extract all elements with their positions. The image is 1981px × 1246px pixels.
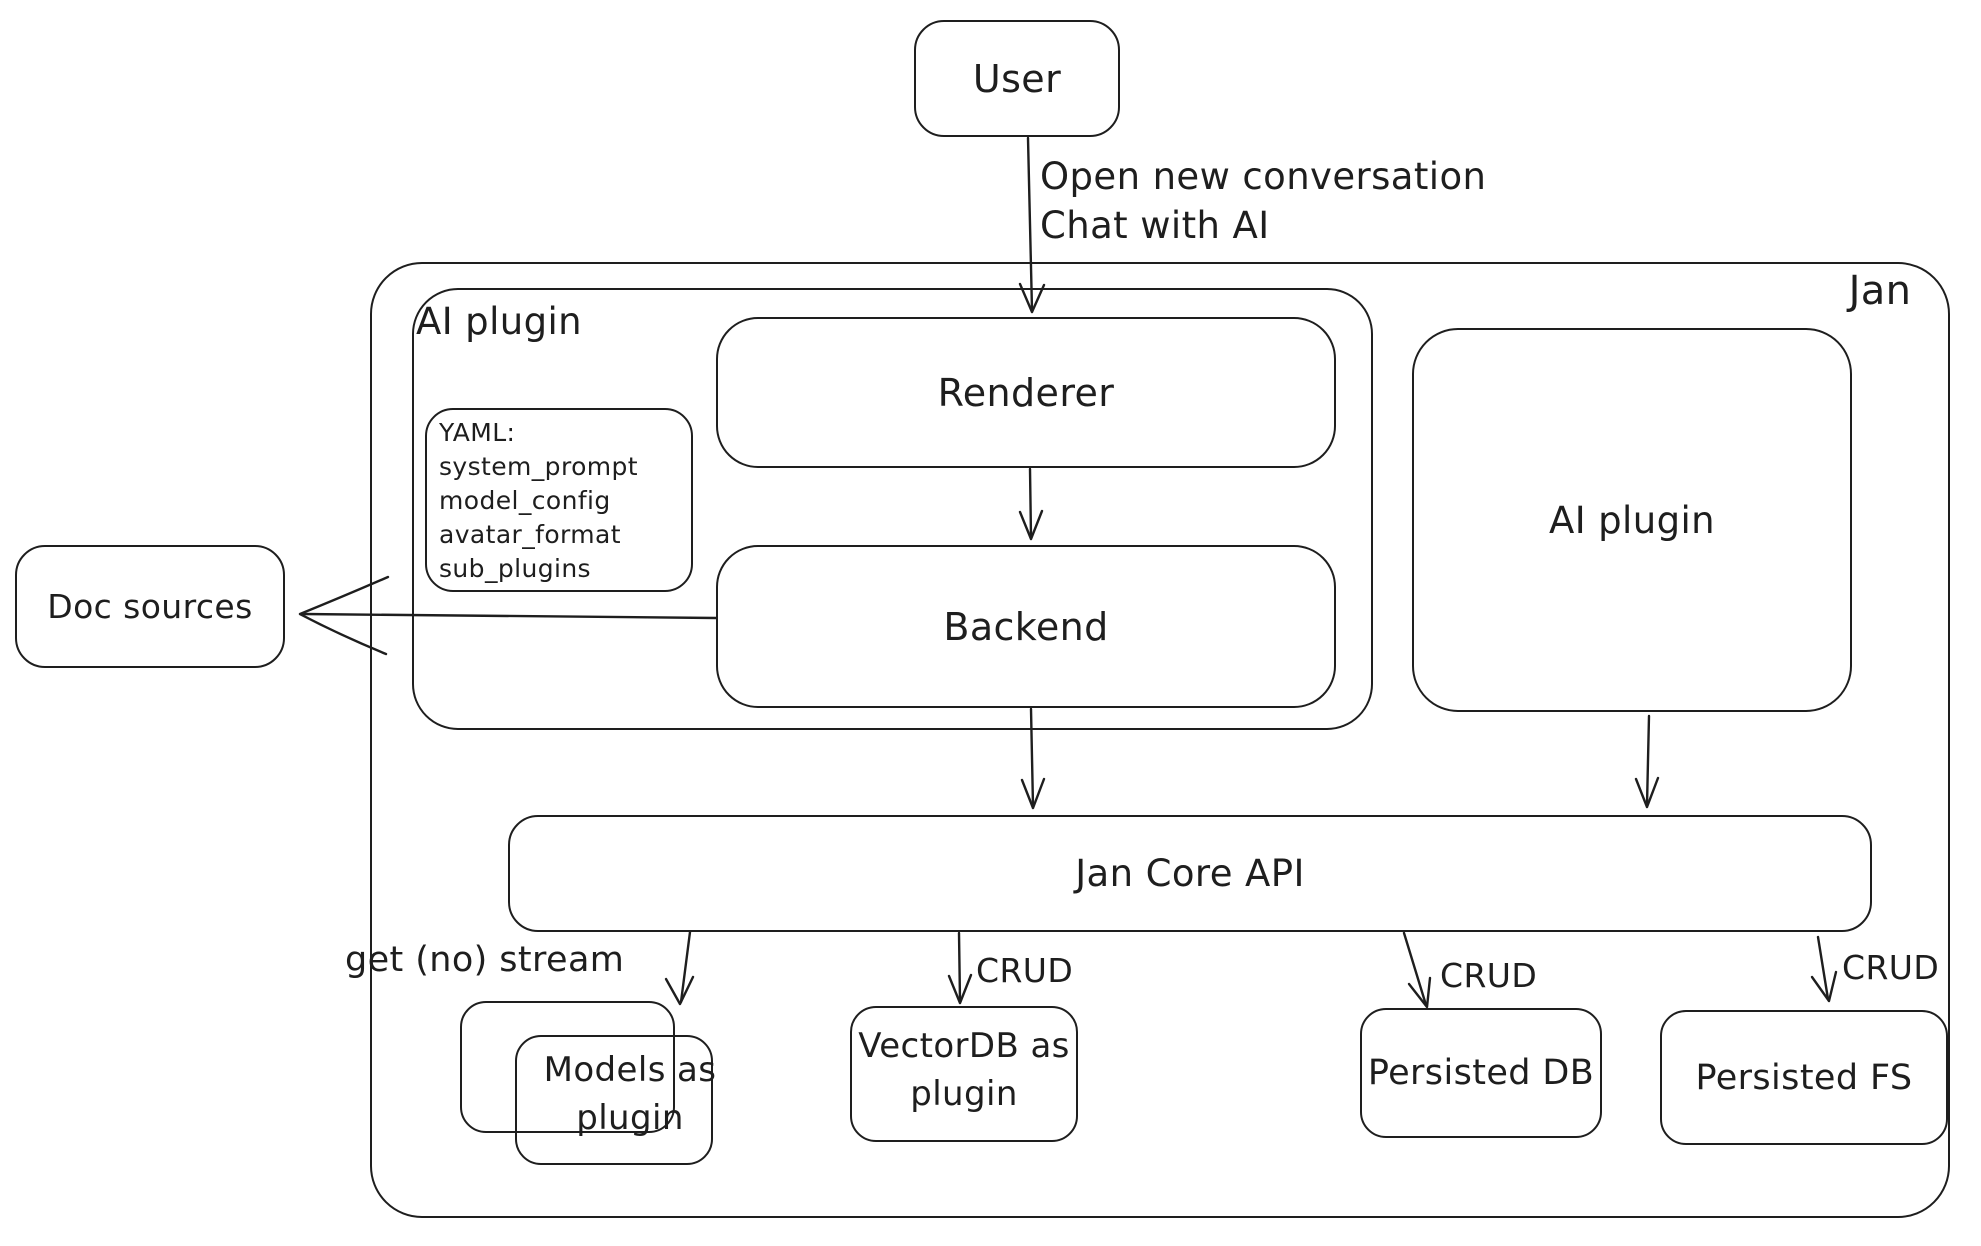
user-label: User: [972, 56, 1062, 101]
renderer-box: [716, 317, 1336, 468]
jan-frame-box: [370, 262, 1950, 1218]
edge-label-open-conversation-line2: Chat with AI: [1040, 204, 1270, 247]
yaml-note-box: [425, 408, 693, 592]
edge-label-crud-persisted-db: CRUD: [1440, 956, 1538, 995]
edge-label-open-conversation: Open new conversation Chat with AI: [1040, 152, 1486, 250]
jan-core-api-box: [508, 815, 1872, 932]
models-plugin-label: Models as plugin: [515, 1046, 745, 1142]
persisted-fs-label: Persisted FS: [1695, 1057, 1913, 1098]
persisted-fs-box: [1660, 1010, 1948, 1145]
persisted-db-box: [1360, 1008, 1602, 1138]
ai-plugin-left-label: AI plugin: [416, 300, 583, 343]
models-plugin-label-line1: Models as: [543, 1050, 717, 1090]
edge-label-get-no-stream: get (no) stream: [345, 940, 625, 980]
ai-plugin-left-box: [412, 288, 1373, 730]
vectordb-plugin-label-line1: VectorDB as: [858, 1026, 1070, 1066]
user-box: [914, 20, 1120, 137]
yaml-line-sub-plugins: sub_plugins: [439, 554, 591, 583]
yaml-line-model-config: model_config: [439, 486, 611, 515]
models-plugin-front-box: [515, 1035, 713, 1165]
vectordb-plugin-label: VectorDB as plugin: [850, 1022, 1078, 1118]
edge-label-crud-vectordb: CRUD: [976, 951, 1074, 990]
jan-core-api-label: Jan Core API: [1075, 852, 1305, 895]
yaml-line-title: YAML:: [439, 418, 516, 447]
backend-label: Backend: [943, 604, 1109, 649]
yaml-line-system-prompt: system_prompt: [439, 452, 638, 481]
yaml-line-avatar-format: avatar_format: [439, 520, 621, 549]
ai-plugin-right-label: AI plugin: [1548, 498, 1716, 542]
persisted-db-label: Persisted DB: [1367, 1053, 1595, 1093]
vectordb-plugin-label-line2: plugin: [910, 1074, 1018, 1114]
backend-box: [716, 545, 1336, 708]
vectordb-plugin-box: [850, 1006, 1078, 1142]
doc-sources-label: Doc sources: [47, 587, 253, 626]
renderer-label: Renderer: [937, 370, 1115, 415]
models-plugin-label-line2: plugin: [576, 1098, 684, 1138]
ai-plugin-right-box: [1412, 328, 1852, 712]
edge-label-open-conversation-line1: Open new conversation: [1040, 155, 1487, 198]
edge-label-crud-persisted-fs: CRUD: [1842, 948, 1940, 987]
doc-sources-box: [15, 545, 285, 668]
yaml-note-text: YAML: system_prompt model_config avatar_…: [439, 416, 638, 586]
models-plugin-back-box: [460, 1001, 675, 1133]
jan-frame-label: Jan: [1848, 268, 1912, 314]
